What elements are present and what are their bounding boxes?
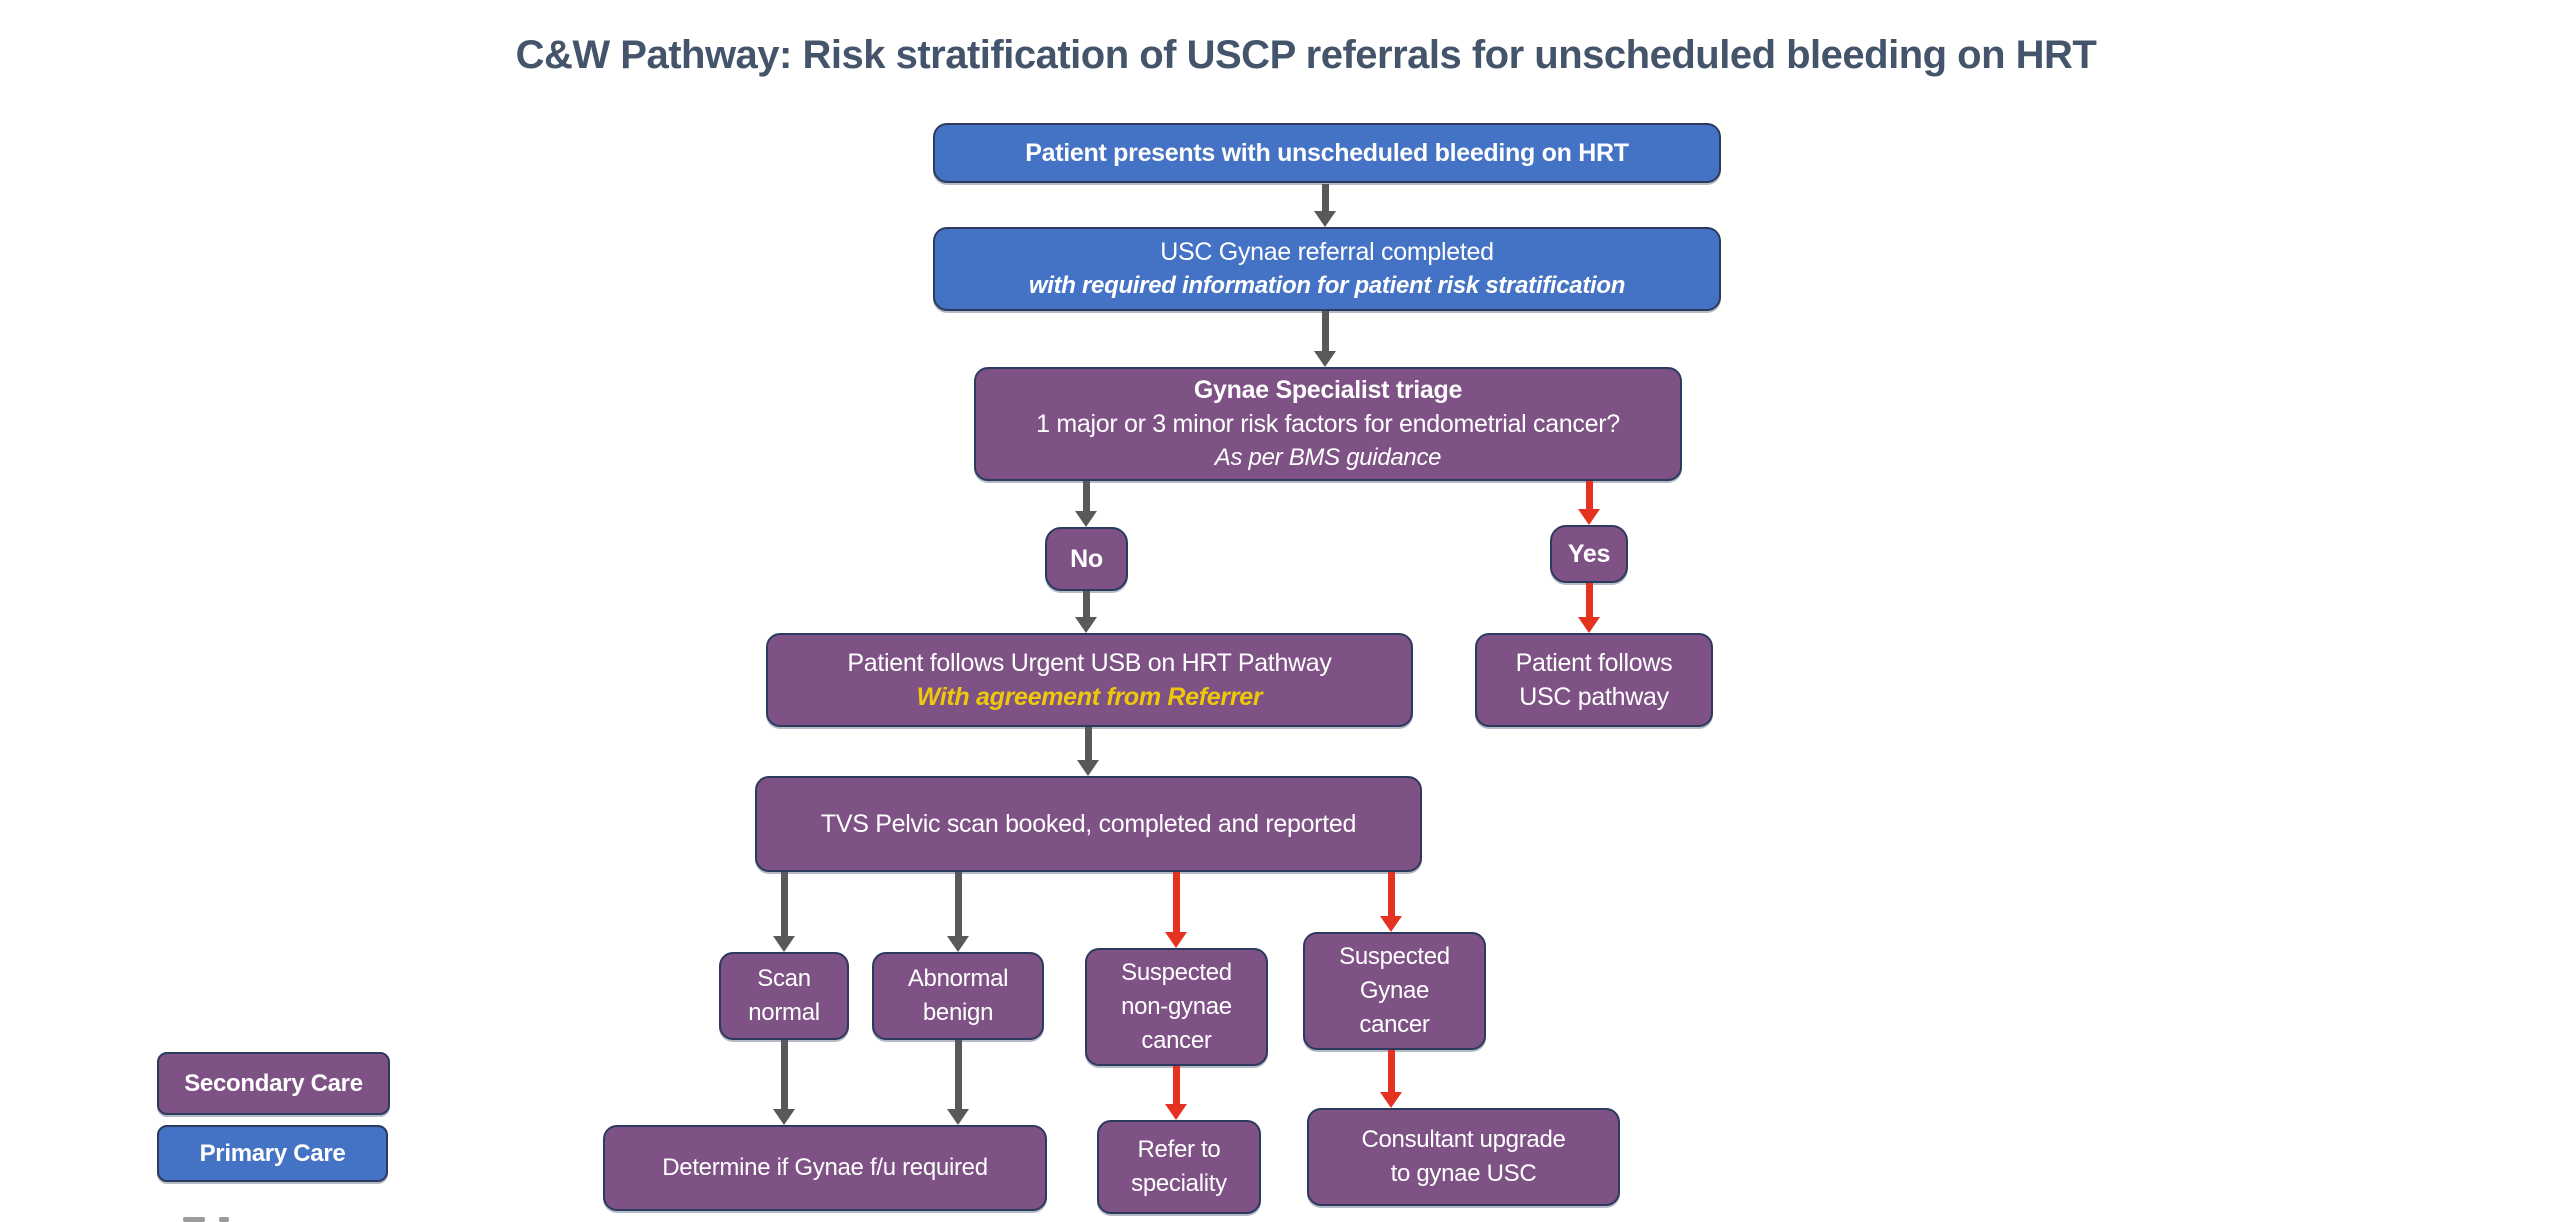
node-abnormal-benign-line2: benign	[922, 999, 994, 1026]
arrow-no-to-usb-pathway	[1075, 591, 1097, 633]
node-tvs-pelvic-scan: TVS Pelvic scan booked, completed and re…	[755, 776, 1422, 872]
page-title: C&W Pathway: Risk stratification of USCP…	[515, 33, 2097, 77]
arrow-non-gynae-to-refer	[1165, 1066, 1187, 1120]
node-refer-speciality: Refer to speciality	[1097, 1120, 1261, 1214]
node-decision-yes: Yes	[1550, 525, 1628, 583]
arrow-referral-to-triage	[1314, 311, 1336, 367]
node-usc-referral-completed: USC Gynae referral completed with requir…	[933, 227, 1721, 311]
node-scan-normal-line2: normal	[748, 999, 820, 1026]
arrow-tvs-to-gynae-cancer	[1380, 872, 1402, 932]
arrow-present-to-referral	[1314, 184, 1336, 227]
arrow-tvs-to-non-gynae	[1165, 872, 1187, 948]
arrow-usb-to-tvs	[1077, 727, 1099, 776]
node-usc-line2: USC pathway	[1519, 683, 1669, 711]
node-usc-line1: Patient follows	[1515, 649, 1673, 677]
node-triage-line2: 1 major or 3 minor risk factors for endo…	[1036, 410, 1620, 438]
clipped-footer-fragment	[183, 1217, 229, 1222]
node-refer-line1: Refer to	[1137, 1136, 1221, 1163]
node-patient-presents: Patient presents with unscheduled bleedi…	[933, 123, 1721, 183]
node-determine-followup: Determine if Gynae f/u required	[603, 1125, 1047, 1211]
node-suspected-gynae-cancer: Suspected Gynae cancer	[1303, 932, 1486, 1050]
legend-primary-care: Primary Care	[157, 1125, 388, 1182]
node-consultant-upgrade: Consultant upgrade to gynae USC	[1307, 1108, 1620, 1206]
node-usc-referral-line1: USC Gynae referral completed	[1160, 238, 1494, 266]
node-gynae-cancer-line3: cancer	[1359, 1011, 1430, 1038]
legend-secondary-care: Secondary Care	[157, 1052, 390, 1115]
node-consultant-line2: to gynae USC	[1390, 1160, 1537, 1187]
node-triage-line3: As per BMS guidance	[1214, 444, 1442, 471]
node-non-gynae-line2: non-gynae	[1121, 993, 1232, 1020]
arrow-yes-to-usc-pathway	[1578, 583, 1600, 633]
arrow-abnormal-to-determine	[947, 1040, 969, 1125]
node-usc-referral-line2: with required information for patient ri…	[1028, 272, 1626, 299]
node-gynae-cancer-line2: Gynae	[1359, 977, 1430, 1004]
arrow-tvs-to-abnormal-benign	[947, 872, 969, 952]
node-decision-no: No	[1045, 527, 1128, 591]
node-abnormal-benign-line1: Abnormal	[907, 965, 1009, 992]
decision-no-label: No	[1070, 545, 1103, 573]
node-triage-line1: Gynae Specialist triage	[1193, 376, 1463, 404]
node-refer-line2: speciality	[1131, 1170, 1227, 1197]
arrow-scan-normal-to-determine	[773, 1040, 795, 1125]
node-consultant-line1: Consultant upgrade	[1361, 1126, 1566, 1153]
node-suspected-non-gynae-cancer: Suspected non-gynae cancer	[1085, 948, 1268, 1066]
node-patient-presents-label: Patient presents with unscheduled bleedi…	[1025, 139, 1629, 167]
node-determine-label: Determine if Gynae f/u required	[662, 1154, 988, 1181]
node-gynae-cancer-line1: Suspected	[1339, 943, 1450, 970]
legend-primary-care-label: Primary Care	[199, 1139, 346, 1167]
legend-secondary-care-label: Secondary Care	[184, 1069, 363, 1097]
node-gynae-specialist-triage: Gynae Specialist triage 1 major or 3 min…	[974, 367, 1682, 481]
node-urgent-usb-pathway: Patient follows Urgent USB on HRT Pathwa…	[766, 633, 1413, 727]
arrow-tvs-to-scan-normal	[773, 872, 795, 952]
arrow-gynae-to-consultant	[1380, 1050, 1402, 1108]
node-non-gynae-line1: Suspected	[1121, 959, 1232, 986]
arrow-triage-to-yes	[1578, 481, 1600, 525]
node-tvs-label: TVS Pelvic scan booked, completed and re…	[820, 810, 1357, 838]
node-usb-line2: With agreement from Referrer	[916, 683, 1263, 711]
node-scan-normal-line1: Scan	[757, 965, 811, 992]
node-non-gynae-line3: cancer	[1141, 1027, 1212, 1054]
node-scan-normal: Scan normal	[719, 952, 849, 1040]
node-usb-line1: Patient follows Urgent USB on HRT Pathwa…	[847, 649, 1332, 677]
node-abnormal-benign: Abnormal benign	[872, 952, 1044, 1040]
arrow-triage-to-no	[1075, 481, 1097, 527]
decision-yes-label: Yes	[1567, 540, 1611, 568]
node-usc-pathway: Patient follows USC pathway	[1475, 633, 1713, 727]
